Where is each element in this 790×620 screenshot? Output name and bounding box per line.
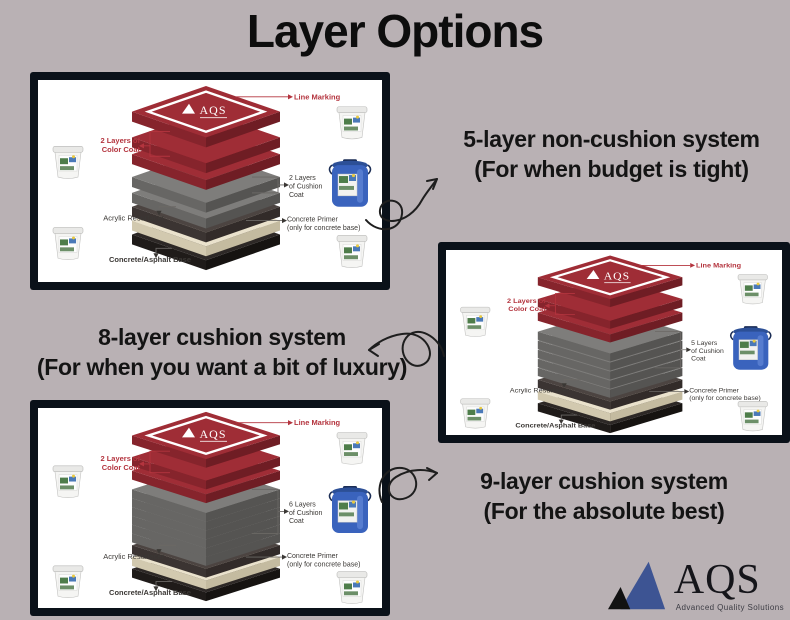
paint-bucket-icon (737, 401, 768, 432)
paint-bucket-icon (52, 465, 84, 498)
paint-bucket-icon (52, 565, 84, 598)
annotation-9-layer: 9-layer cushion system (For the absolute… (428, 466, 780, 526)
layer-label-primer: Concrete Primer(only for concrete base) (287, 217, 360, 232)
cushion-drum-icon (328, 485, 372, 533)
aqs-logo-tagline: Advanced Quality Solutions (675, 603, 784, 612)
aqs-logo-triangle-icon (607, 561, 665, 610)
curly-arrow-icon (368, 331, 445, 367)
aqs-mini-logo: AQS (182, 103, 227, 119)
layer-label-base: Concrete/Asphalt Base (109, 255, 191, 264)
annotation-8-layer-line1: 8-layer cushion system (98, 324, 346, 350)
svg-text:AQS: AQS (604, 271, 630, 283)
aqs-mini-triangle-icon (586, 269, 600, 280)
paint-bucket-icon (737, 274, 768, 305)
annotation-8-layer-line2: (For when you want a bit of luxury) (36, 354, 408, 380)
paint-bucket-icon (460, 398, 491, 429)
aqs-logo: AQS Advanced Quality Solutions (607, 557, 784, 612)
annotation-9-layer-line2: (For the absolute best) (483, 498, 725, 524)
layer-line-marking (132, 85, 280, 148)
layer-label-line-marking: Line Marking (294, 92, 341, 101)
layer-label-resurfacer: Acrylic Resurfacer (103, 552, 164, 561)
annotation-5-layer-line2: (For when budget is tight) (474, 156, 749, 182)
paint-bucket-icon (336, 432, 368, 465)
paint-bucket-icon (52, 146, 84, 179)
annotation-5-layer: 5-layer non-cushion system (For when bud… (433, 124, 790, 184)
line-marking-outline (549, 259, 671, 296)
page-title: Layer Options (246, 5, 544, 57)
paint-bucket-icon (52, 227, 84, 261)
paint-bucket-icon (460, 306, 491, 337)
aqs-mini-triangle-icon (182, 103, 195, 114)
aqs-mini-logo: AQS (182, 427, 227, 442)
layer-label-resurfacer: Acrylic Resurfacer (510, 388, 570, 395)
layer-label-line-marking: Line Marking (294, 418, 341, 427)
svg-text:AQS: AQS (200, 427, 227, 441)
annotation-9-layer-line1: 9-layer cushion system (480, 468, 728, 494)
annotation-5-layer-line1: 5-layer non-cushion system (463, 126, 760, 152)
cushion-drum-icon (729, 326, 772, 370)
layer-label-primer: Concrete Primer(only for concrete base) (689, 388, 761, 402)
curly-arrow-icon (365, 178, 438, 230)
aqs-logo-text: AQS (673, 557, 761, 603)
svg-text:AQS: AQS (199, 103, 226, 117)
line-marking-outline (144, 415, 268, 456)
paint-bucket-icon (336, 106, 368, 140)
paint-bucket-icon (336, 235, 368, 268)
layer-label-resurfacer: Acrylic Resurfacer (103, 214, 164, 223)
curly-arrow-icon (378, 466, 438, 503)
layer-label-base: Concrete/Asphalt Base (515, 423, 595, 430)
layer-label-base: Concrete/Asphalt Base (109, 588, 191, 597)
paint-bucket-icon (336, 571, 368, 604)
layer-label-primer: Concrete Primer(only for concrete base) (287, 553, 360, 568)
layer-line-marking (132, 411, 280, 468)
layer-label-line-marking: Line Marking (696, 263, 741, 270)
line-marking-outline (144, 90, 268, 134)
annotation-8-layer: 8-layer cushion system (For when you wan… (12, 322, 432, 382)
aqs-mini-logo: AQS (586, 269, 631, 284)
cushion-drum-icon (328, 159, 372, 207)
aqs-mini-triangle-icon (182, 427, 195, 438)
